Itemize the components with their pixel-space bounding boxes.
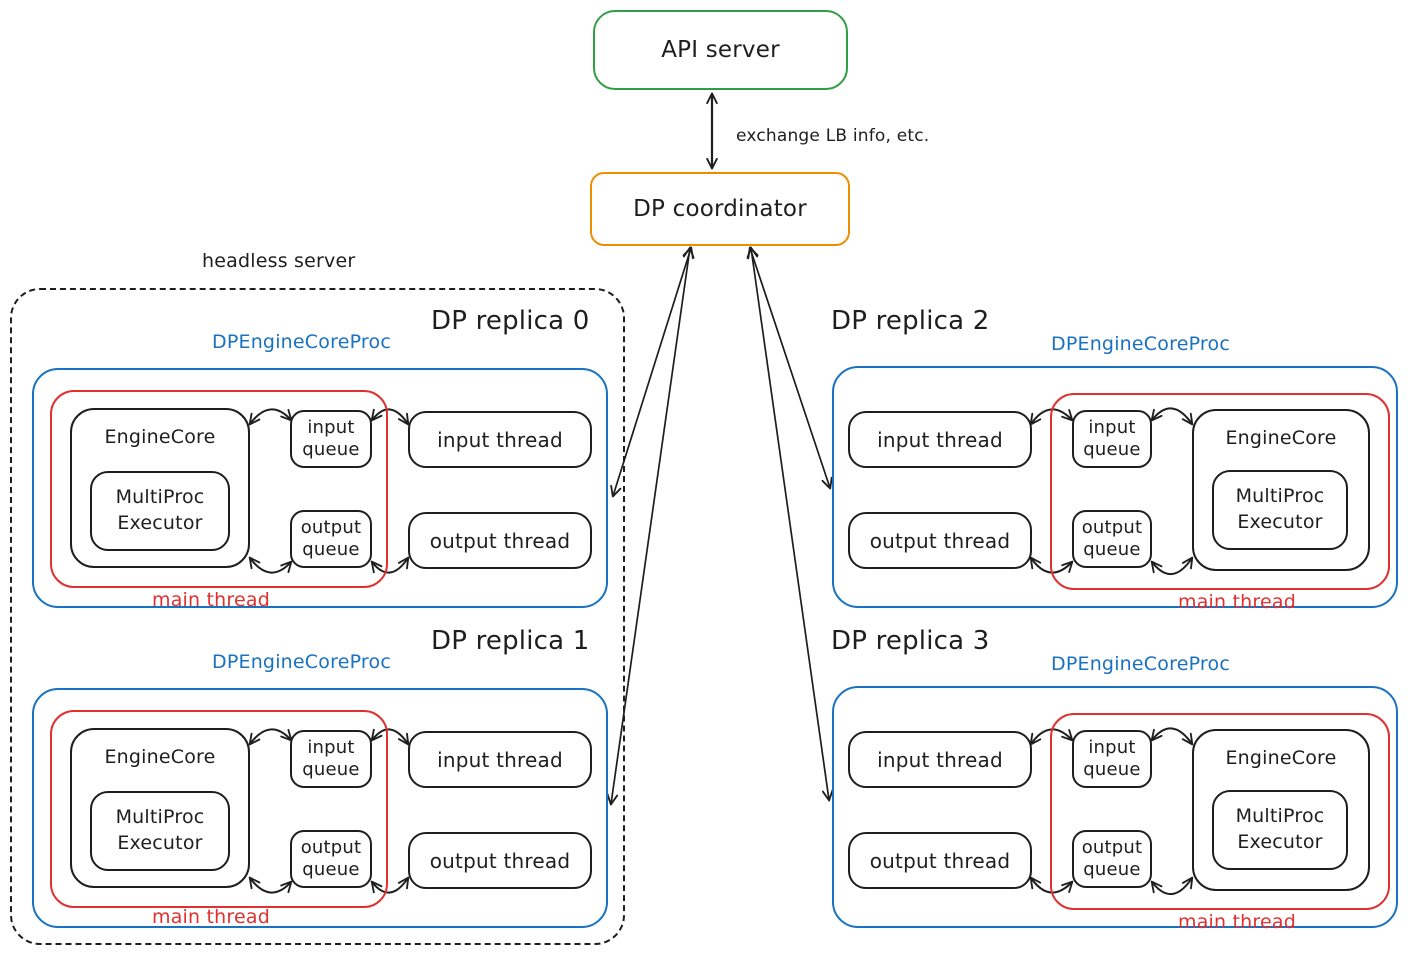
- dp-coordinator-label: DP coordinator: [633, 196, 807, 222]
- replica2-main-thread-label: main thread: [1178, 591, 1296, 613]
- replica3-proc-label: DPEngineCoreProc: [1051, 653, 1230, 675]
- replica3-output-thread-label: output thread: [869, 848, 1011, 873]
- replica0-output-thread-label: output thread: [429, 528, 571, 553]
- replica0-main-thread-label: main thread: [152, 589, 270, 611]
- replica1-main-thread-label: main thread: [152, 906, 270, 928]
- replica1-output-thread-label: output thread: [429, 848, 571, 873]
- replica1-input-thread-box: input thread: [408, 731, 592, 788]
- replica3-output-queue-box: output queue: [1072, 830, 1152, 888]
- replica3-title: DP replica 3: [831, 626, 990, 656]
- replica3-process-box: [832, 686, 1398, 928]
- arrow-coordinator-replica3: [746, 246, 834, 802]
- replica2-output-queue-label: output queue: [1081, 517, 1143, 560]
- replica3-input-thread-label: input thread: [877, 747, 1003, 772]
- api-server-box: API server: [593, 10, 848, 90]
- replica0-output-queue-box: output queue: [290, 510, 372, 568]
- replica2-enginecore-label: EngineCore: [1225, 427, 1337, 449]
- replica3-input-queue-label: input queue: [1083, 737, 1141, 780]
- replica0-multiproc-executor-box: MultiProc Executor: [90, 471, 230, 551]
- replica2-input-thread-label: input thread: [877, 427, 1003, 452]
- replica0-output-queue-label: output queue: [300, 517, 362, 560]
- replica1-process-box: [32, 688, 608, 928]
- api-server-label: API server: [661, 37, 780, 63]
- replica2-output-queue-box: output queue: [1072, 510, 1152, 568]
- replica3-input-queue-box: input queue: [1072, 730, 1152, 788]
- replica0-enginecore-label: EngineCore: [104, 426, 216, 448]
- replica0-title: DP replica 0: [431, 306, 590, 336]
- replica1-input-queue-box: input queue: [290, 730, 372, 788]
- replica3-enginecore-label: EngineCore: [1225, 747, 1337, 769]
- headless-server-label: headless server: [202, 250, 356, 272]
- replica0-main-thread-box: [50, 390, 388, 588]
- replica3-output-thread-box: output thread: [848, 832, 1032, 889]
- replica3-main-thread-box: [1050, 713, 1390, 910]
- replica1-output-queue-box: output queue: [290, 830, 372, 888]
- replica3-input-thread-box: input thread: [848, 731, 1032, 788]
- replica1-multiproc-executor-box: MultiProc Executor: [90, 791, 230, 871]
- exchange-note: exchange LB info, etc.: [736, 126, 930, 146]
- replica1-output-thread-box: output thread: [408, 832, 592, 889]
- replica2-input-queue-label: input queue: [1083, 417, 1141, 460]
- headless-server-group: [10, 288, 625, 945]
- replica2-output-thread-box: output thread: [848, 512, 1032, 569]
- replica0-proc-label: DPEngineCoreProc: [212, 331, 391, 353]
- replica0-process-box: [32, 368, 608, 608]
- replica0-multiproc-executor-label: MultiProc Executor: [115, 486, 205, 534]
- replica1-proc-label: DPEngineCoreProc: [212, 651, 391, 673]
- replica3-output-queue-label: output queue: [1081, 837, 1143, 880]
- replica1-output-queue-label: output queue: [300, 837, 362, 880]
- replica2-output-thread-label: output thread: [869, 528, 1011, 553]
- replica1-title: DP replica 1: [431, 626, 590, 656]
- replica2-title: DP replica 2: [831, 306, 990, 336]
- replica3-multiproc-executor-box: MultiProc Executor: [1212, 790, 1348, 870]
- replica1-input-thread-label: input thread: [437, 747, 563, 772]
- replica0-input-thread-box: input thread: [408, 411, 592, 468]
- replica3-main-thread-label: main thread: [1178, 911, 1296, 933]
- replica0-input-queue-label: input queue: [302, 417, 360, 460]
- replica2-input-thread-box: input thread: [848, 411, 1032, 468]
- replica2-process-box: [832, 366, 1398, 608]
- replica2-proc-label: DPEngineCoreProc: [1051, 333, 1230, 355]
- replica1-enginecore-label: EngineCore: [104, 746, 216, 768]
- replica2-main-thread-box: [1050, 393, 1390, 590]
- replica1-input-queue-label: input queue: [302, 737, 360, 780]
- arrow-coordinator-replica2: [747, 246, 833, 490]
- replica2-input-queue-box: input queue: [1072, 410, 1152, 468]
- replica1-main-thread-box: [50, 710, 388, 908]
- dp-coordinator-box: DP coordinator: [590, 172, 850, 246]
- replica3-multiproc-executor-label: MultiProc Executor: [1235, 805, 1325, 853]
- replica0-input-thread-label: input thread: [437, 427, 563, 452]
- replica0-input-queue-box: input queue: [290, 410, 372, 468]
- replica0-output-thread-box: output thread: [408, 512, 592, 569]
- replica1-multiproc-executor-label: MultiProc Executor: [115, 806, 205, 854]
- replica2-multiproc-executor-box: MultiProc Executor: [1212, 470, 1348, 550]
- replica2-multiproc-executor-label: MultiProc Executor: [1235, 485, 1325, 533]
